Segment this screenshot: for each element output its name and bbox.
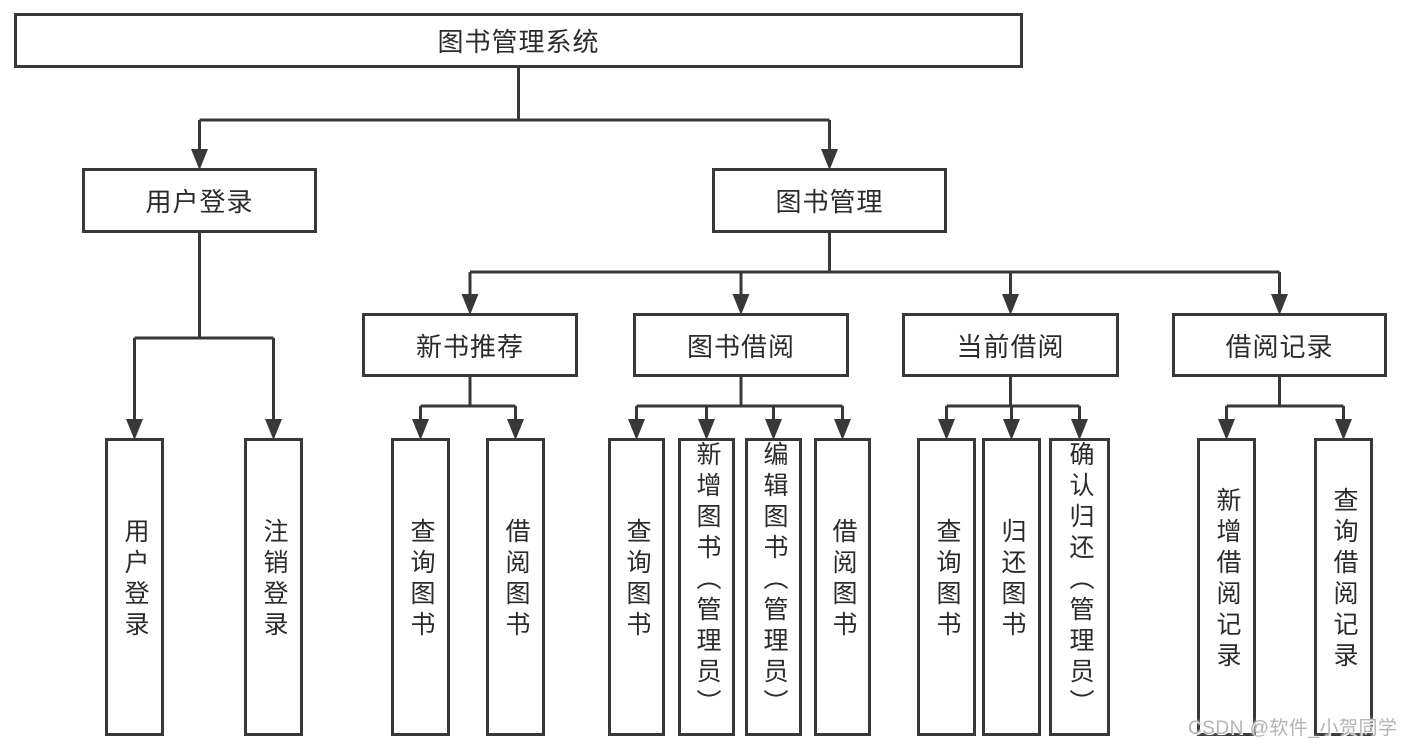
leaf-current-confirm-return-admin-label: 确认归还（管理员） (1066, 441, 1094, 720)
node-borrowing-records: 借阅记录 (1172, 313, 1387, 377)
connector-current-to-leaves (945, 377, 1081, 421)
leaf-logout-label: 注销登录 (260, 518, 288, 642)
leaf-records-add-record: 新增借阅记录 (1197, 438, 1256, 736)
leaf-borrowing-query-books: 查询图书 (608, 438, 665, 736)
node-current-borrowing: 当前借阅 (902, 313, 1119, 377)
leaf-borrowing-query-books-label: 查询图书 (623, 518, 651, 642)
leaf-borrowing-edit-books-admin-label: 编辑图书（管理员） (760, 441, 788, 720)
leaf-borrowing-add-books-admin-label: 新增图书（管理员） (693, 441, 721, 720)
leaf-borrowing-add-books-admin: 新增图书（管理员） (678, 438, 735, 736)
connector-records-to-leaves (1225, 377, 1345, 421)
connector-bookmgmt-to-level3 (468, 233, 1281, 297)
leaf-current-query-books-label: 查询图书 (933, 518, 961, 642)
leaf-current-query-books: 查询图书 (917, 438, 976, 736)
connector-newbook-to-leaves (419, 377, 517, 421)
leaf-borrowing-borrow-books-label: 借阅图书 (829, 518, 857, 642)
leaf-records-query-record: 查询借阅记录 (1314, 438, 1373, 736)
node-user-login: 用户登录 (82, 168, 317, 233)
leaf-newbook-borrow-books: 借阅图书 (486, 438, 545, 736)
csdn-watermark: CSDN @软件_小贺同学 (1188, 718, 1398, 739)
leaf-current-return-books: 归还图书 (982, 438, 1041, 736)
leaf-records-add-record-label: 新增借阅记录 (1213, 487, 1241, 673)
leaf-current-confirm-return-admin: 确认归还（管理员） (1049, 438, 1110, 736)
node-new-book-recommendation: 新书推荐 (362, 313, 578, 377)
leaf-current-return-books-label: 归还图书 (998, 518, 1026, 642)
node-book-borrowing: 图书借阅 (633, 313, 849, 377)
leaf-borrowing-borrow-books: 借阅图书 (814, 438, 871, 736)
connector-root-to-level2 (198, 68, 831, 152)
leaf-borrowing-edit-books-admin: 编辑图书（管理员） (745, 438, 802, 736)
node-book-management: 图书管理 (712, 168, 947, 233)
node-library-management-system: 图书管理系统 (14, 13, 1023, 68)
connector-borrowing-to-leaves (635, 377, 844, 421)
leaf-records-query-record-label: 查询借阅记录 (1330, 487, 1358, 673)
leaf-user-login: 用户登录 (105, 438, 164, 736)
leaf-newbook-borrow-books-label: 借阅图书 (502, 518, 530, 642)
leaf-logout: 注销登录 (244, 438, 303, 736)
leaf-user-login-label: 用户登录 (121, 518, 149, 642)
leaf-newbook-query-books-label: 查询图书 (407, 518, 435, 642)
leaf-newbook-query-books: 查询图书 (391, 438, 450, 736)
connector-userlogin-to-leaves (133, 233, 275, 421)
